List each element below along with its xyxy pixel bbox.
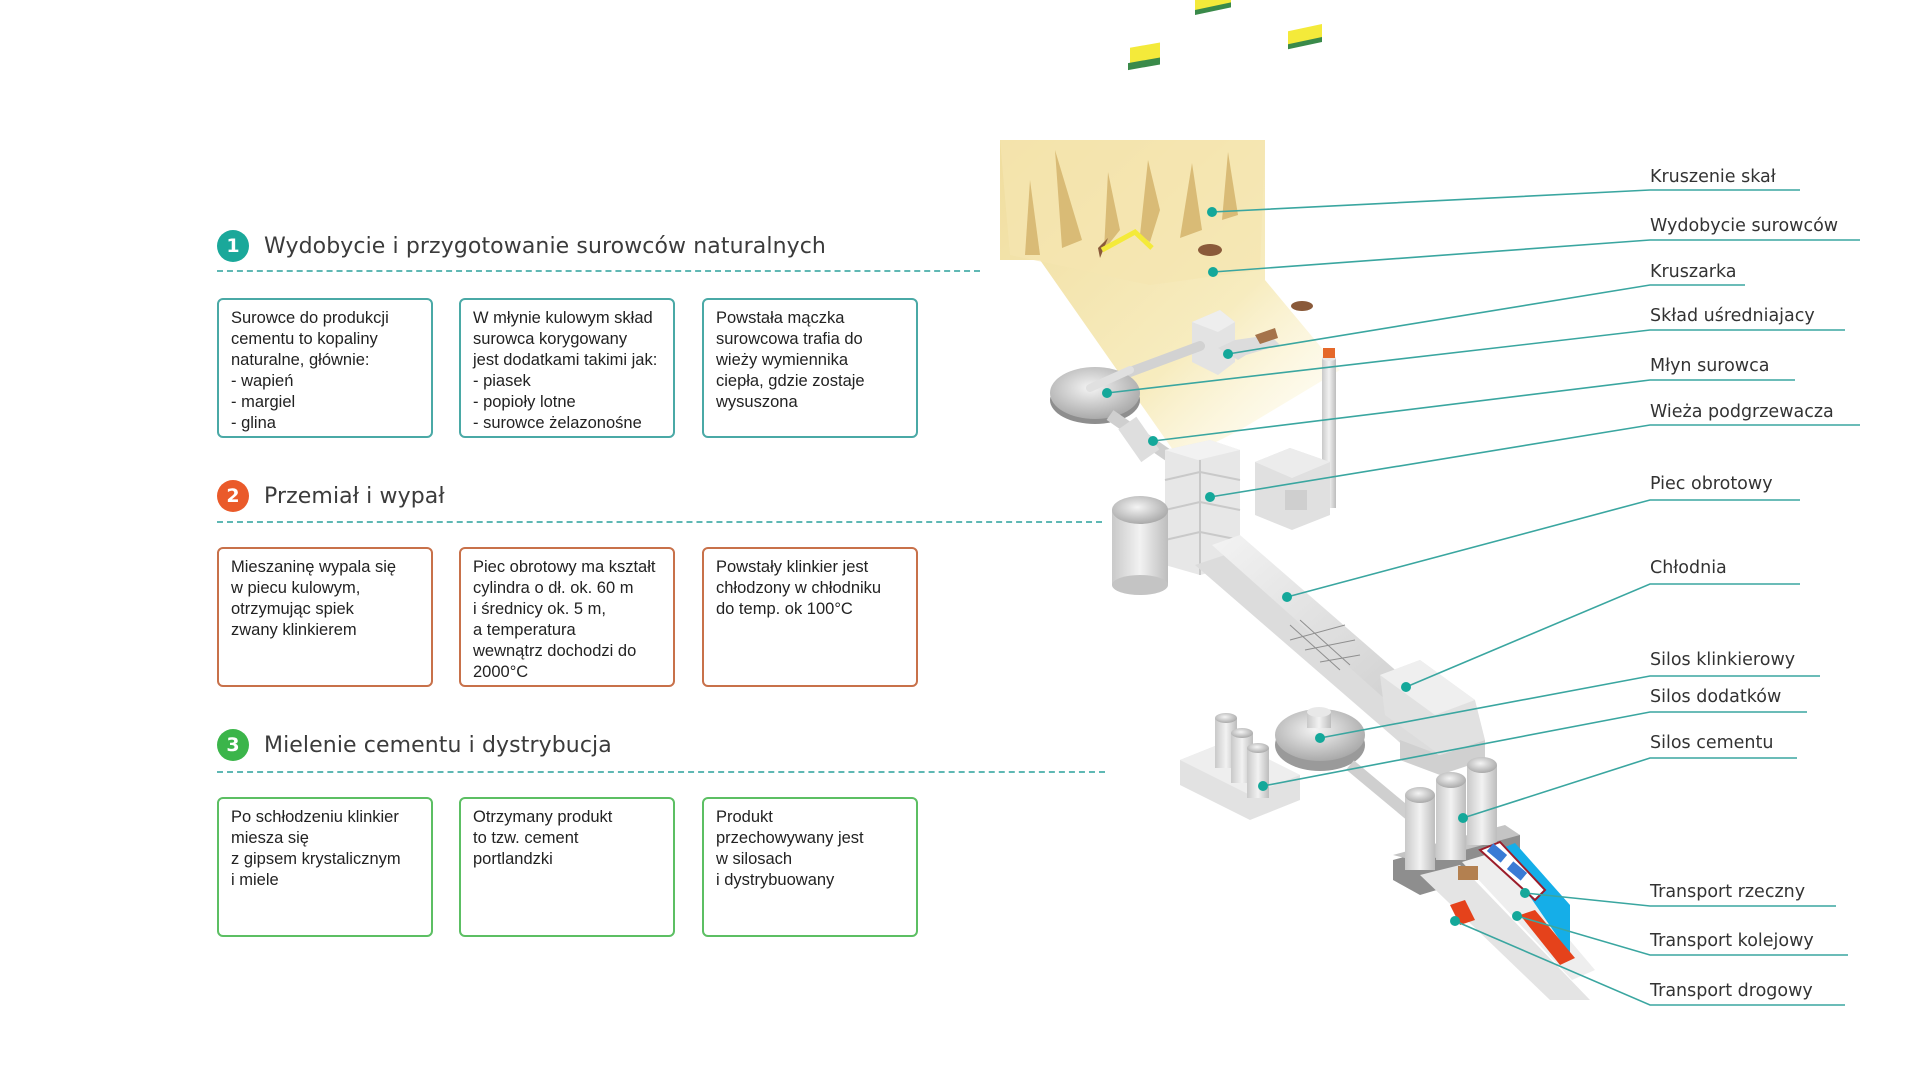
cement-conveyor	[1346, 760, 1414, 820]
label-rotary-kiln: Piec obrotowy	[1650, 474, 1773, 494]
section-3-header: 3 Mielenie cementu i dystrybucja	[217, 729, 612, 761]
label-additive-silo: Silos dodatków	[1650, 687, 1782, 707]
section-1-title: Wydobycie i przygotowanie surowców natur…	[264, 233, 826, 259]
section-3-box-2: Otrzymany produkt to tzw. cement portlan…	[459, 797, 675, 937]
raw-mill	[1050, 366, 1140, 424]
label-raw-material-extraction: Wydobycie surowców	[1650, 216, 1839, 236]
section-1-box-1: Surowce do produkcji cementu to kopaliny…	[217, 298, 433, 438]
quarry-area	[1000, 140, 1340, 460]
side-silo	[1112, 496, 1168, 595]
section-2-box-3: Powstały klinkier jest chłodzony w chłod…	[702, 547, 918, 687]
section-1-divider	[217, 270, 980, 272]
label-rock-crushing: Kruszenie skał	[1650, 167, 1776, 187]
label-cooler: Chłodnia	[1650, 558, 1727, 578]
section-3-box-3: Produkt przechowywany jest w silosach i …	[702, 797, 918, 937]
exchanger-block	[1255, 448, 1330, 530]
label-crusher: Kruszarka	[1650, 262, 1737, 282]
label-preheater-tower: Wieża podgrzewacza	[1650, 402, 1834, 422]
dump-truck-icon	[1288, 24, 1322, 311]
cargo-box-icon	[1458, 866, 1478, 880]
section-1-box-3: Powstała mączka surowcowa trafia do wież…	[702, 298, 918, 438]
label-clinker-silo: Silos klinkierowy	[1650, 650, 1796, 670]
excavator-icon	[1098, 42, 1160, 258]
section-3-box-1: Po schłodzeniu klinkier miesza się z gip…	[217, 797, 433, 937]
cooler-building	[1380, 660, 1485, 775]
kiln-mesh	[1289, 619, 1361, 671]
section-2-divider	[217, 521, 1102, 523]
road-truck-icon	[1450, 900, 1475, 925]
label-averaging-store: Skład uśredniajacy	[1650, 306, 1815, 326]
section-2-badge: 2	[217, 480, 249, 512]
section-1-badge: 1	[217, 230, 249, 262]
section-1-box-2: W młynie kulowym skład surowca korygowan…	[459, 298, 675, 438]
section-2-box-2: Piec obrotowy ma kształt cylindra o dł. …	[459, 547, 675, 687]
label-cement-silo: Silos cementu	[1650, 733, 1774, 753]
label-road-transport: Transport drogowy	[1650, 981, 1813, 1001]
section-2-title: Przemiał i wypał	[264, 483, 445, 509]
section-1-header: 1 Wydobycie i przygotowanie surowców nat…	[217, 230, 826, 262]
section-2-box-1: Mieszaninę wypala się w piecu kulowym, o…	[217, 547, 433, 687]
section-3-badge: 3	[217, 729, 249, 761]
label-raw-mill: Młyn surowca	[1650, 356, 1770, 376]
section-3-title: Mielenie cementu i dystrybucja	[264, 732, 612, 758]
section-3-divider	[217, 771, 1105, 773]
label-river-transport: Transport rzeczny	[1650, 882, 1806, 902]
section-2-header: 2 Przemiał i wypał	[217, 480, 445, 512]
clinker-silo	[1275, 707, 1365, 771]
label-rail-transport: Transport kolejowy	[1650, 931, 1814, 951]
